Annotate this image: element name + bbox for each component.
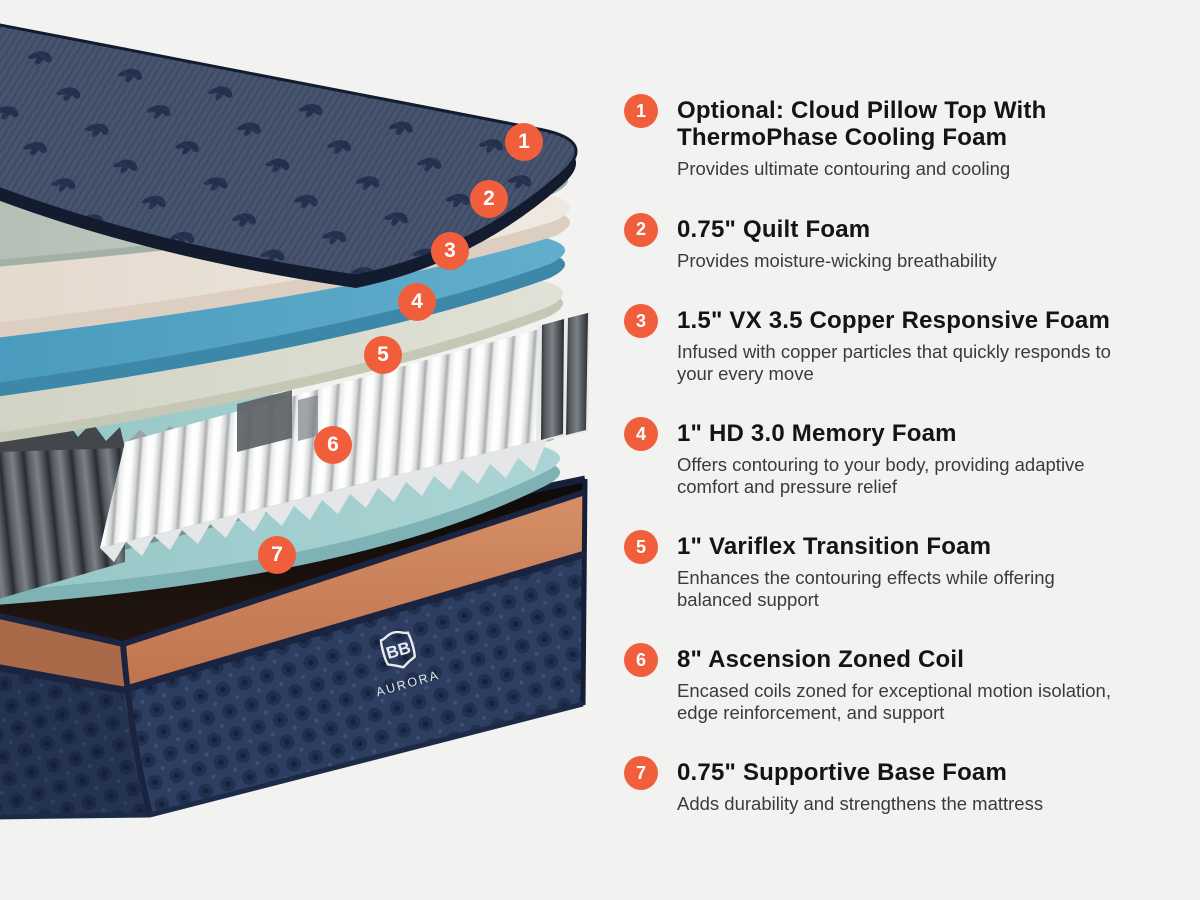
legend-text-4: 1" HD 3.0 Memory Foam Offers contouring … <box>677 420 1135 497</box>
legend-title-2: 0.75" Quilt Foam <box>677 215 871 243</box>
legend-title-1: Optional: Cloud Pillow Top With ThermoPh… <box>677 97 1047 151</box>
legend-desc-2: Provides moisture-wicking breathability <box>677 249 997 271</box>
figure-badge-4[interactable]: 4 <box>398 283 436 321</box>
figure-badge-1[interactable]: 1 <box>505 123 543 161</box>
figure-badge-2-number: 2 <box>483 187 495 210</box>
legend-title-5: 1" Variflex Transition Foam <box>677 533 992 560</box>
legend-badge-3-number: 3 <box>635 310 646 331</box>
figure-badge-3[interactable]: 3 <box>431 232 469 270</box>
legend-desc-7: Adds durability and strengthens the matt… <box>677 793 1044 814</box>
mattress-figure: BB AURORA <box>0 23 590 820</box>
figure-badge-7[interactable]: 7 <box>258 536 296 574</box>
legend-item-3: 3 1.5" VX 3.5 Copper Responsive Foam Inf… <box>624 304 1200 384</box>
legend-desc-6: Encased coils zoned for exceptional moti… <box>677 680 1111 723</box>
legend-desc-5: Enhances the contouring effects while of… <box>677 567 1055 610</box>
figure-badge-5-number: 5 <box>377 343 389 366</box>
figure-badge-6-number: 6 <box>327 433 339 456</box>
legend-title-7: 0.75" Supportive Base Foam <box>677 759 1008 786</box>
layer-coils <box>0 312 590 599</box>
legend-desc-3: Infused with copper particles that quick… <box>677 341 1111 384</box>
legend-badge-6-number: 6 <box>635 649 646 670</box>
legend-badge-2-number: 2 <box>635 219 646 239</box>
base-mattress: BB AURORA <box>0 475 588 820</box>
legend-badge-1-number: 1 <box>635 100 646 121</box>
figure-badge-1-number: 1 <box>518 130 530 153</box>
layer-legend: 1 Optional: Cloud Pillow Top With Thermo… <box>620 0 1200 851</box>
legend-text-3: 1.5" VX 3.5 Copper Responsive Foam Infus… <box>677 307 1135 384</box>
legend-badge-1: 1 <box>624 94 658 128</box>
legend-badge-2: 2 <box>624 212 658 247</box>
legend-badge-5: 5 <box>624 530 658 564</box>
legend-text-7: 0.75" Supportive Base Foam Adds durabili… <box>677 759 1135 815</box>
legend-text-5: 1" Variflex Transition Foam Enhances the… <box>677 533 1135 610</box>
legend-item-1: 1 Optional: Cloud Pillow Top With Thermo… <box>624 94 1200 180</box>
figure-badge-4-number: 4 <box>411 290 423 313</box>
figure-badge-7-number: 7 <box>271 543 283 566</box>
legend-badge-3: 3 <box>624 304 658 338</box>
legend-item-6: 6 8" Ascension Zoned Coil Encased coils … <box>624 643 1200 723</box>
legend-badge-6: 6 <box>624 643 658 677</box>
layer-pillow-top <box>0 23 578 288</box>
legend-badge-4: 4 <box>624 417 658 451</box>
mattress-illustration: BB AURORA <box>0 23 590 820</box>
legend-text-6: 8" Ascension Zoned Coil Encased coils zo… <box>677 646 1135 723</box>
legend-item-4: 4 1" HD 3.0 Memory Foam Offers contourin… <box>624 417 1200 497</box>
legend-text-1: Optional: Cloud Pillow Top With ThermoPh… <box>677 97 1135 180</box>
legend-item-2: 2 0.75" Quilt Foam Provides moisture-wic… <box>624 212 1200 272</box>
figure-badge-2[interactable]: 2 <box>470 180 508 218</box>
legend-desc-4: Offers contouring to your body, providin… <box>677 454 1085 497</box>
legend-title-3: 1.5" VX 3.5 Copper Responsive Foam <box>677 307 1110 334</box>
legend-badge-4-number: 4 <box>635 423 646 444</box>
legend-badge-5-number: 5 <box>635 536 646 557</box>
figure-badge-6[interactable]: 6 <box>314 426 352 464</box>
figure-badge-5[interactable]: 5 <box>364 336 402 374</box>
legend-badge-7-number: 7 <box>635 762 646 783</box>
legend-badge-7: 7 <box>624 756 658 790</box>
legend-title-4: 1" HD 3.0 Memory Foam <box>677 420 957 447</box>
legend-desc-1: Provides ultimate contouring and cooling <box>677 158 1011 179</box>
legend-item-5: 5 1" Variflex Transition Foam Enhances t… <box>624 530 1200 610</box>
legend-text-2: 0.75" Quilt Foam Provides moisture-wicki… <box>677 216 1135 272</box>
figure-badge-3-number: 3 <box>444 239 456 262</box>
legend-title-6: 8" Ascension Zoned Coil <box>677 646 965 673</box>
legend-item-7: 7 0.75" Supportive Base Foam Adds durabi… <box>624 756 1200 815</box>
